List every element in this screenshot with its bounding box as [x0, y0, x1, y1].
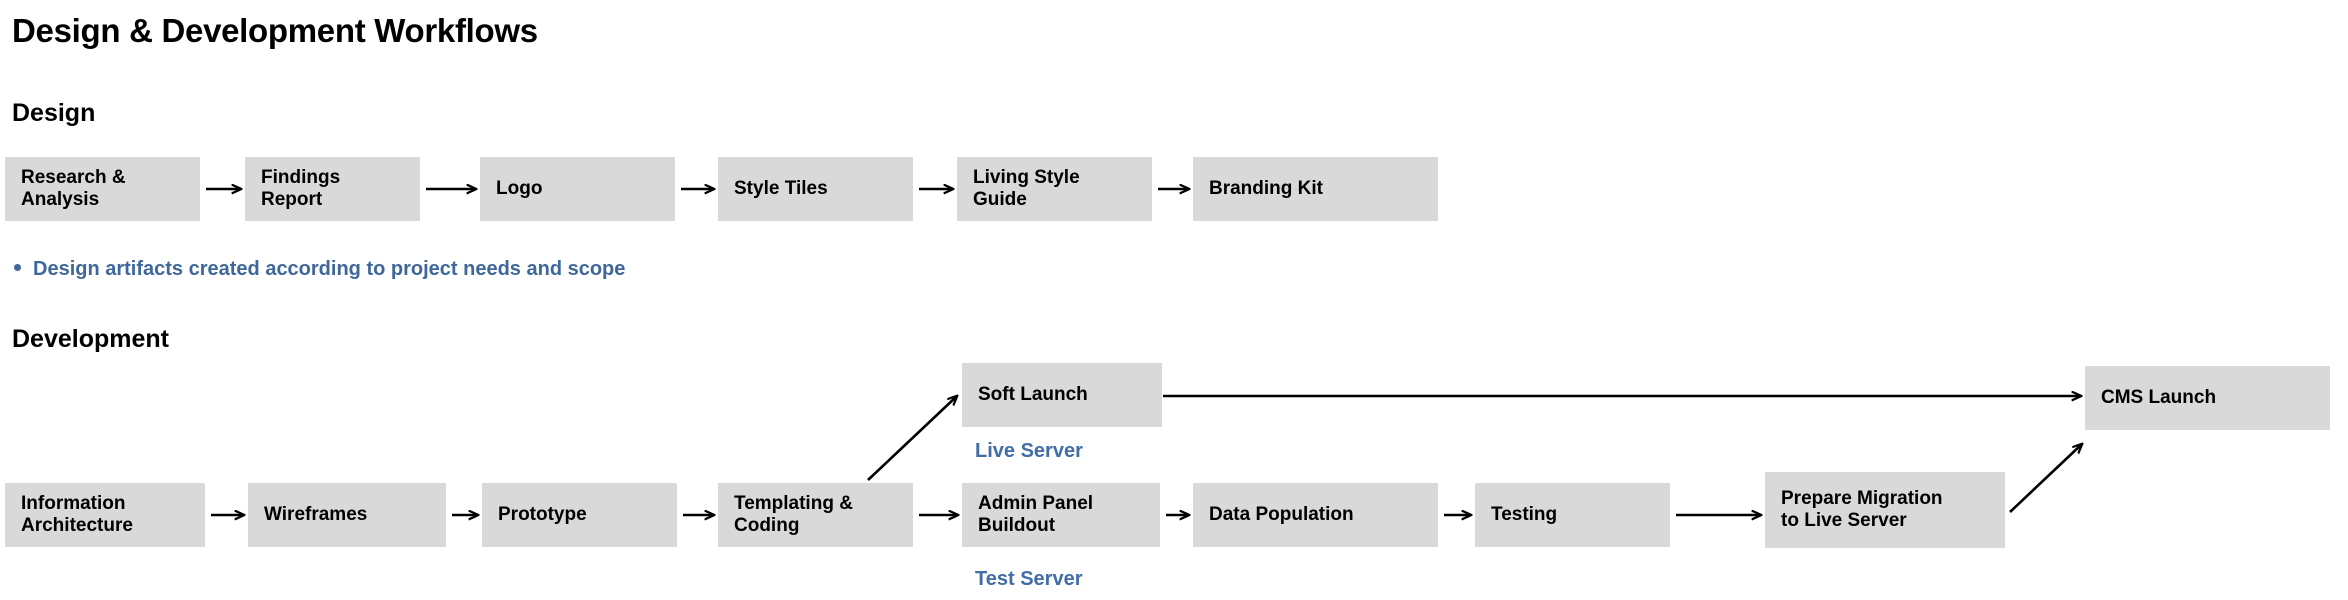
dev-step-label: Prepare Migration to Live Server — [1781, 487, 1943, 531]
design-step-logo[interactable]: Logo — [480, 157, 675, 221]
section-heading-design: Design — [12, 99, 96, 127]
server-label-test: Test Server — [975, 568, 1083, 590]
dev-step-label: Data Population — [1209, 503, 1354, 525]
design-step-findings-report[interactable]: Findings Report — [245, 157, 420, 221]
design-step-label: Research & Analysis — [21, 166, 126, 210]
dev-step-label: Admin Panel Buildout — [978, 492, 1094, 536]
design-step-label: Style Tiles — [734, 177, 828, 199]
design-step-style-tiles[interactable]: Style Tiles — [718, 157, 913, 221]
dev-step-cms-launch[interactable]: CMS Launch — [2085, 366, 2330, 430]
dev-step-label: Soft Launch — [978, 383, 1088, 405]
design-note-text: Design artifacts created according to pr… — [33, 258, 626, 280]
dev-step-label: Prototype — [498, 503, 587, 525]
dev-step-label: Testing — [1491, 503, 1558, 525]
dev-step-data-population[interactable]: Data Population — [1193, 483, 1438, 547]
dev-step-soft-launch[interactable]: Soft Launch — [962, 363, 1162, 427]
dev-step-label: Wireframes — [264, 503, 368, 525]
section-heading-development: Development — [12, 325, 169, 353]
design-step-branding-kit[interactable]: Branding Kit — [1193, 157, 1438, 221]
design-step-living-style-guide[interactable]: Living Style Guide — [957, 157, 1152, 221]
dev-step-templating-coding[interactable]: Templating & Coding — [718, 483, 913, 547]
design-step-label: Logo — [496, 177, 543, 199]
design-step-research-analysis[interactable]: Research & Analysis — [5, 157, 200, 221]
dev-step-label: CMS Launch — [2101, 386, 2217, 408]
page-title: Design & Development Workflows — [12, 12, 538, 49]
design-step-label: Branding Kit — [1209, 177, 1323, 199]
dev-step-label: Information Architecture — [21, 492, 133, 536]
dev-step-prepare-migration[interactable]: Prepare Migration to Live Server — [1765, 472, 2005, 548]
design-note: Design artifacts created according to pr… — [14, 258, 625, 281]
dev-step-testing[interactable]: Testing — [1475, 483, 1670, 547]
arrow-migration-to-cms — [2009, 444, 2082, 513]
dev-step-prototype[interactable]: Prototype — [482, 483, 677, 547]
dev-step-wireframes[interactable]: Wireframes — [248, 483, 446, 547]
server-label-live: Live Server — [975, 440, 1083, 462]
dev-step-label: Templating & Coding — [734, 492, 853, 536]
bullet-dot-icon — [14, 264, 21, 271]
design-step-label: Findings Report — [261, 166, 341, 210]
dev-step-information-architecture[interactable]: Information Architecture — [5, 483, 205, 547]
dev-step-admin-panel-buildout[interactable]: Admin Panel Buildout — [962, 483, 1160, 547]
arrow-branch-soft-launch — [867, 396, 957, 481]
design-step-label: Living Style Guide — [973, 166, 1080, 210]
